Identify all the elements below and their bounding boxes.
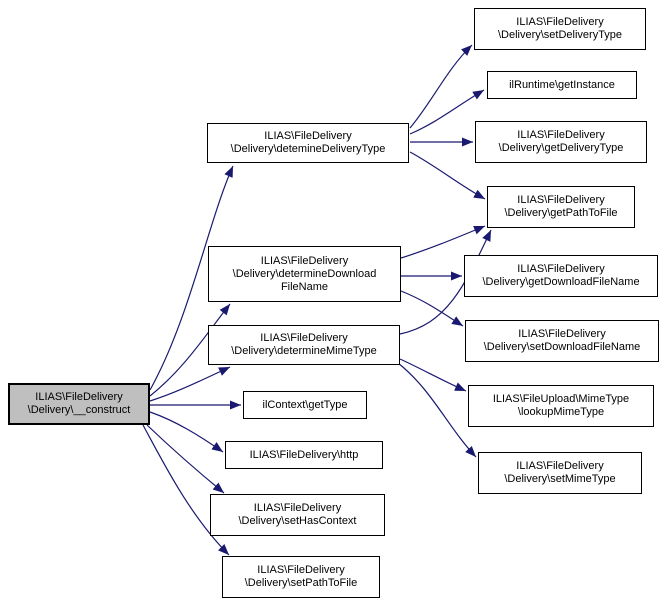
edge-determineMimeType-getPathToFile [399,229,492,335]
node-set-path-to-file[interactable]: ILIAS\FileDelivery \Delivery\setPathToFi… [222,556,380,598]
node-label: \Delivery\setPathToFile [244,577,358,589]
node-label: \Delivery\setDownloadFileName [483,341,641,353]
node-label: ILIAS\FileDelivery [516,16,604,28]
edge-construct-http [149,411,224,453]
edge-detemineDeliveryType-ilRuntimeGetInstance [409,89,485,135]
node-label: FileName [280,280,329,293]
node-ilruntime-get-instance[interactable]: ilRuntime\getInstance [487,71,637,99]
node-label: ILIAS\FileDelivery [518,328,606,340]
node-set-has-context[interactable]: ILIAS\FileDelivery \Delivery\setHasConte… [210,494,385,536]
edge-construct-setPathToFile [142,424,230,556]
edge-construct-setHasContext [146,424,225,494]
node-label: ILIAS\FileDelivery [253,502,342,514]
node-ilcontext-get-type[interactable]: ilContext\getType [243,391,367,419]
node-label: ILIAS\FileUpload\MimeType [492,393,630,405]
edge-determineMimeType-lookupMimeType [399,358,467,392]
node-determine-download-file-name[interactable]: ILIAS\FileDelivery \Delivery\determineDo… [208,246,401,302]
node-get-download-file-name[interactable]: ILIAS\FileDelivery \Delivery\getDownload… [464,255,658,297]
node-set-delivery-type[interactable]: ILIAS\FileDelivery \Delivery\setDelivery… [474,8,646,50]
node-label: ILIAS\FileDelivery\http [249,448,359,461]
node-determine-mime-type[interactable]: ILIAS\FileDelivery \Delivery\determineMi… [208,325,400,365]
node-label: \Delivery\setDeliveryType [497,29,623,41]
node-label: \Delivery\determineDownload [232,267,377,280]
node-detemine-delivery-type[interactable]: ILIAS\FileDelivery \Delivery\detemineDel… [207,123,409,163]
node-label: ILIAS\FileDelivery [264,130,352,142]
node-label: ILIAS\FileDelivery [260,332,348,344]
node-label: \lookupMimeType [517,406,605,418]
node-label: ILIAS\FileDelivery [35,391,123,403]
node-label: ilContext\getType [262,398,348,411]
edge-determineMimeType-setMimeType [397,362,477,458]
node-get-path-to-file[interactable]: ILIAS\FileDelivery \Delivery\getPathToFi… [487,186,635,228]
node-label: \Delivery\getDeliveryType [498,142,624,154]
edge-construct-determineDownloadFileName [149,303,231,397]
node-label: \Delivery\__construct [27,404,131,416]
edge-detemineDeliveryType-setDeliveryType [409,44,473,129]
edge-construct-determineMimeType [149,366,231,402]
node-label: ILIAS\FileDelivery [257,564,345,576]
node-set-download-file-name[interactable]: ILIAS\FileDelivery \Delivery\setDownload… [465,320,659,362]
node-label: \Delivery\setMimeType [504,473,616,485]
node-label: ILIAS\FileDelivery [517,129,605,141]
node-delivery-construct: ILIAS\FileDelivery \Delivery\__construct [8,383,150,425]
edge-determineDownloadFileName-getPathToFile [400,225,486,259]
node-label: \Delivery\getPathToFile [504,207,618,219]
node-label: ilRuntime\getInstance [509,78,615,91]
node-label: ILIAS\FileDelivery [516,460,604,472]
node-label: ILIAS\FileDelivery [517,194,605,206]
node-label: ILIAS\FileDelivery [517,263,605,275]
node-label: \Delivery\setHasContext [238,515,357,527]
node-label: \Delivery\getDownloadFileName [482,276,640,288]
node-file-delivery-http[interactable]: ILIAS\FileDelivery\http [225,441,383,469]
node-lookup-mime-type[interactable]: ILIAS\FileUpload\MimeType \lookupMimeTyp… [468,385,654,427]
node-label: \Delivery\detemineDeliveryType [230,143,386,155]
edge-construct-detemineDeliveryType [149,165,234,391]
node-label: \Delivery\determineMimeType [231,345,377,357]
edge-determineDownloadFileName-setDownloadFileName [400,290,464,327]
edge-detemineDeliveryType-getPathToFile [409,151,486,200]
node-label: ILIAS\FileDelivery [260,254,349,267]
node-get-delivery-type[interactable]: ILIAS\FileDelivery \Delivery\getDelivery… [475,121,647,163]
node-set-mime-type[interactable]: ILIAS\FileDelivery \Delivery\setMimeType [478,452,642,494]
